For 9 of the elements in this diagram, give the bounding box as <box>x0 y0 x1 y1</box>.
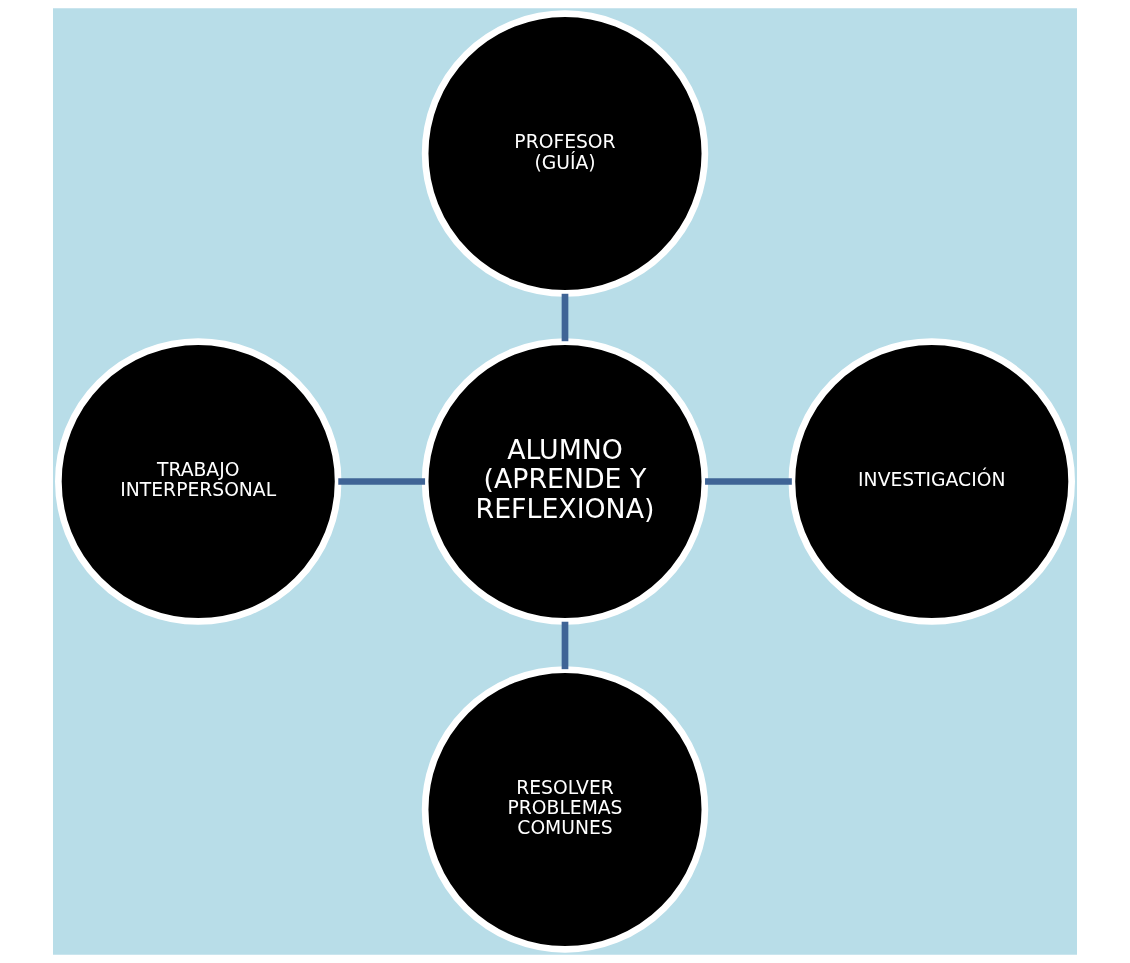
connector <box>338 478 426 485</box>
connector <box>561 293 569 342</box>
node-circle: TRABAJO INTERPERSONAL <box>55 338 342 625</box>
connector <box>561 621 569 670</box>
connector <box>705 478 792 485</box>
node-circle: ALUMNO (APRENDE Y REFLEXIONA) <box>421 338 709 625</box>
node-circle: INVESTIGACIÓN <box>788 338 1075 625</box>
node-circle: RESOLVER PROBLEMAS COMUNES <box>421 666 709 953</box>
node-circle: PROFESOR (GUÍA) <box>421 10 709 297</box>
